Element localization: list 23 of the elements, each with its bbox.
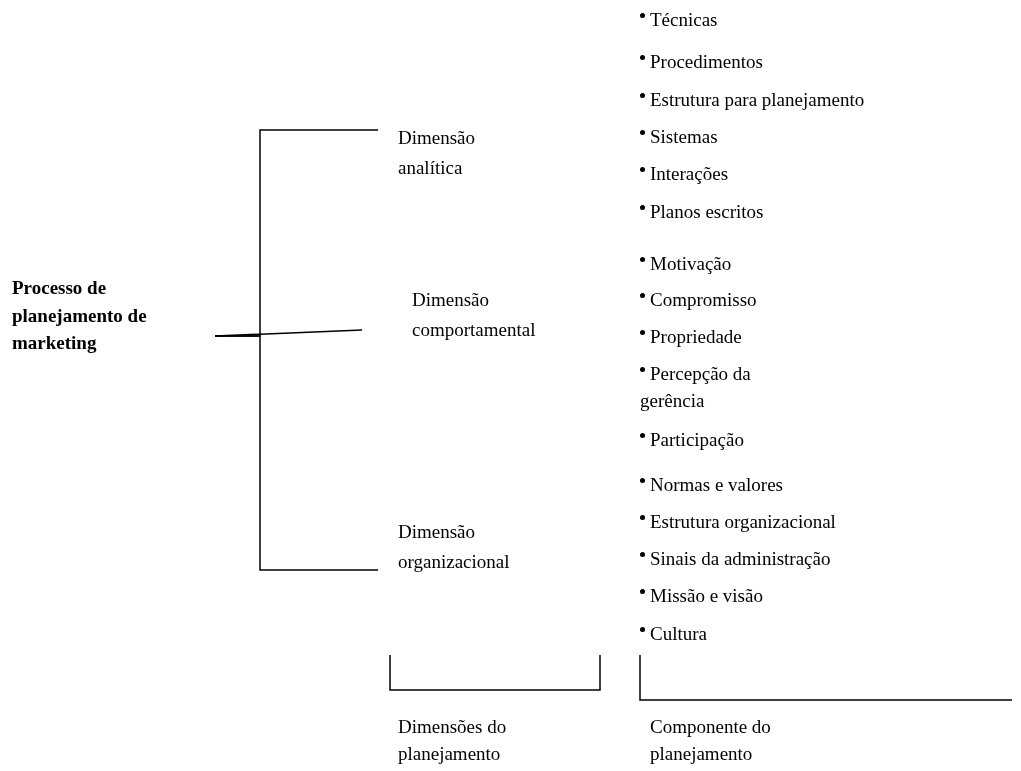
bullet-item: Sinais da administração	[640, 545, 831, 572]
dimension-label: Dimensão analítica	[378, 123, 538, 183]
bullet-item: Técnicas	[640, 6, 718, 33]
bullet-item: Propriedade	[640, 323, 742, 350]
bracket-caption: Dimensões do planejamento	[398, 715, 508, 766]
dimension-label: Dimensão comportamental	[362, 285, 562, 345]
bullet-item: Compromisso	[640, 286, 757, 313]
bullet-item: Missão e visão	[640, 582, 763, 609]
bullet-item: Estrutura para planejamento	[640, 86, 865, 113]
bullet-item: Planos escritos	[640, 198, 764, 225]
bullet-item: Interações	[640, 160, 729, 187]
connector-line	[214, 335, 379, 571]
bullet-item: Participação	[640, 426, 744, 453]
bullet-item: Cultura	[640, 620, 707, 647]
bullet-item: Normas e valores	[640, 471, 783, 498]
dimension-label: Processo de planejamento de marketing	[12, 274, 215, 357]
bullet-item: Sistemas	[640, 123, 718, 150]
bullet-item: Estrutura organizacional	[640, 508, 836, 535]
bullet-item: Procedimentos	[640, 48, 763, 75]
bracket-caption: Componente do planejamento	[650, 715, 772, 766]
bullet-item: Motivação	[640, 250, 732, 277]
bullet-item: Percepção da gerência	[640, 360, 780, 414]
dimension-label: Dimensão organizacional	[378, 517, 578, 577]
